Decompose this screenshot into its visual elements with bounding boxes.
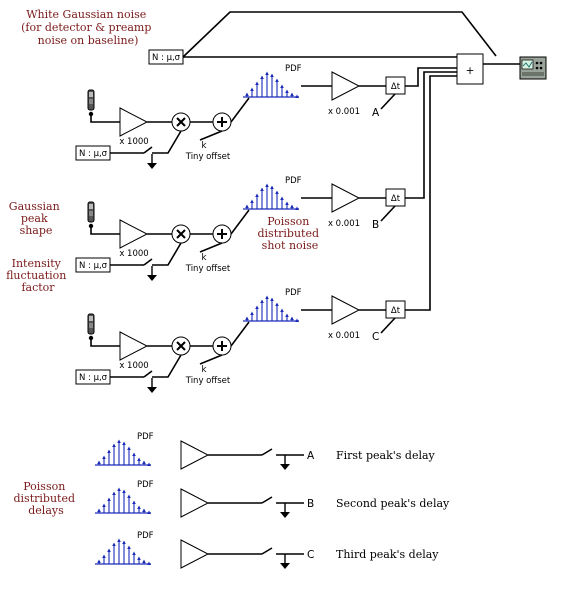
svg-text:Δt: Δt — [391, 194, 401, 204]
delay-channel-label: C — [307, 549, 314, 561]
gain-up-label: x 1000 — [119, 249, 148, 259]
pdf-label: PDF — [137, 531, 154, 541]
delay-pdf: PDF — [95, 531, 154, 565]
svg-text:Δt: Δt — [391, 82, 401, 92]
intensity-note: Intensity fluctuation factor — [6, 257, 70, 294]
delay-row-b: PDF B Second peak's delay — [95, 480, 450, 518]
gain-down-label: x 0.001 — [328, 219, 360, 229]
delay-block: Δt — [385, 300, 406, 319]
baseline-noise-source: N : μ,σ — [148, 49, 184, 65]
pdf-label: PDF — [285, 176, 302, 186]
intensity-noise-source: N : μ,σ — [75, 257, 111, 273]
amplifier-gain-down — [331, 295, 361, 325]
poisson-shot-note: Poisson distributed shot noise — [258, 215, 323, 252]
amplifier-gain-down — [331, 183, 361, 213]
adder-block — [212, 224, 232, 244]
ground-icon — [280, 455, 290, 470]
delay-channel-label: B — [307, 498, 314, 510]
ground-icon — [147, 378, 157, 393]
shot-noise-pdf: PDF — [243, 64, 302, 98]
gain-up-label: x 1000 — [119, 361, 148, 371]
svg-text:N : μ,σ: N : μ,σ — [79, 261, 108, 271]
delay-amplifier — [180, 440, 210, 470]
delay-row-a: PDF A First peak's delay — [95, 432, 436, 470]
delay-amplifier — [180, 539, 210, 569]
signal-source-icon — [87, 313, 95, 341]
multiplier-block — [171, 112, 191, 132]
svg-text:N : μ,σ: N : μ,σ — [79, 373, 108, 383]
summer-block: + — [456, 53, 484, 85]
tiny-offset-label: Tiny offset — [185, 152, 231, 162]
amplifier-gain-down — [331, 71, 361, 101]
svg-text:N : μ,σ: N : μ,σ — [152, 53, 181, 63]
amplifier-gain-up — [119, 219, 149, 249]
pdf-label: PDF — [285, 64, 302, 74]
channel-label: A — [372, 107, 380, 119]
svg-text:+: + — [466, 65, 475, 77]
adder-block — [212, 336, 232, 356]
intensity-noise-source: N : μ,σ — [75, 369, 111, 385]
delay-description: First peak's delay — [336, 449, 436, 462]
delay-row-c: PDF C Third peak's delay — [95, 531, 439, 569]
ground-icon — [280, 503, 290, 518]
shot-noise-pdf: PDF — [243, 288, 302, 322]
intensity-noise-source: N : μ,σ — [75, 145, 111, 161]
ground-icon — [147, 266, 157, 281]
delay-block: Δt — [385, 188, 406, 207]
oscilloscope-icon — [519, 56, 547, 80]
pdf-label: PDF — [285, 288, 302, 298]
delay-block: Δt — [385, 76, 406, 95]
tiny-offset-label: Tiny offset — [185, 264, 231, 274]
delay-description: Second peak's delay — [336, 497, 450, 510]
poisson-delays-note: Poisson distributed delays — [14, 480, 79, 517]
gain-down-label: x 0.001 — [328, 331, 360, 341]
gain-up-label: x 1000 — [119, 137, 148, 147]
pdf-label: PDF — [137, 432, 154, 442]
svg-text:N : μ,σ: N : μ,σ — [79, 149, 108, 159]
pdf-label: PDF — [137, 480, 154, 490]
amplifier-gain-up — [119, 331, 149, 361]
k-label: k — [202, 253, 207, 263]
delay-amplifier — [180, 488, 210, 518]
channel-label: B — [372, 219, 379, 231]
delay-pdf: PDF — [95, 480, 154, 514]
delay-pdf: PDF — [95, 432, 154, 466]
gain-down-label: x 0.001 — [328, 107, 360, 117]
tiny-offset-label: Tiny offset — [185, 376, 231, 386]
baseline-noise-wire — [182, 11, 497, 58]
amplifier-gain-up — [119, 107, 149, 137]
ground-icon — [147, 154, 157, 169]
gaussian-peak-note: Gaussian peak shape — [9, 200, 63, 237]
multiplier-block — [171, 336, 191, 356]
ground-icon — [280, 554, 290, 569]
adder-block — [212, 112, 232, 132]
delay-channel-label: A — [307, 450, 315, 462]
channel-label: C — [372, 331, 379, 343]
white-noise-note: White Gaussian noise (for detector & pre… — [21, 8, 155, 47]
signal-source-icon — [87, 201, 95, 229]
multiplier-block — [171, 224, 191, 244]
k-label: k — [202, 365, 207, 375]
signal-source-icon — [87, 89, 95, 117]
svg-text:Δt: Δt — [391, 306, 401, 316]
delay-description: Third peak's delay — [336, 548, 439, 561]
k-label: k — [202, 141, 207, 151]
shot-noise-pdf: PDF — [243, 176, 302, 210]
